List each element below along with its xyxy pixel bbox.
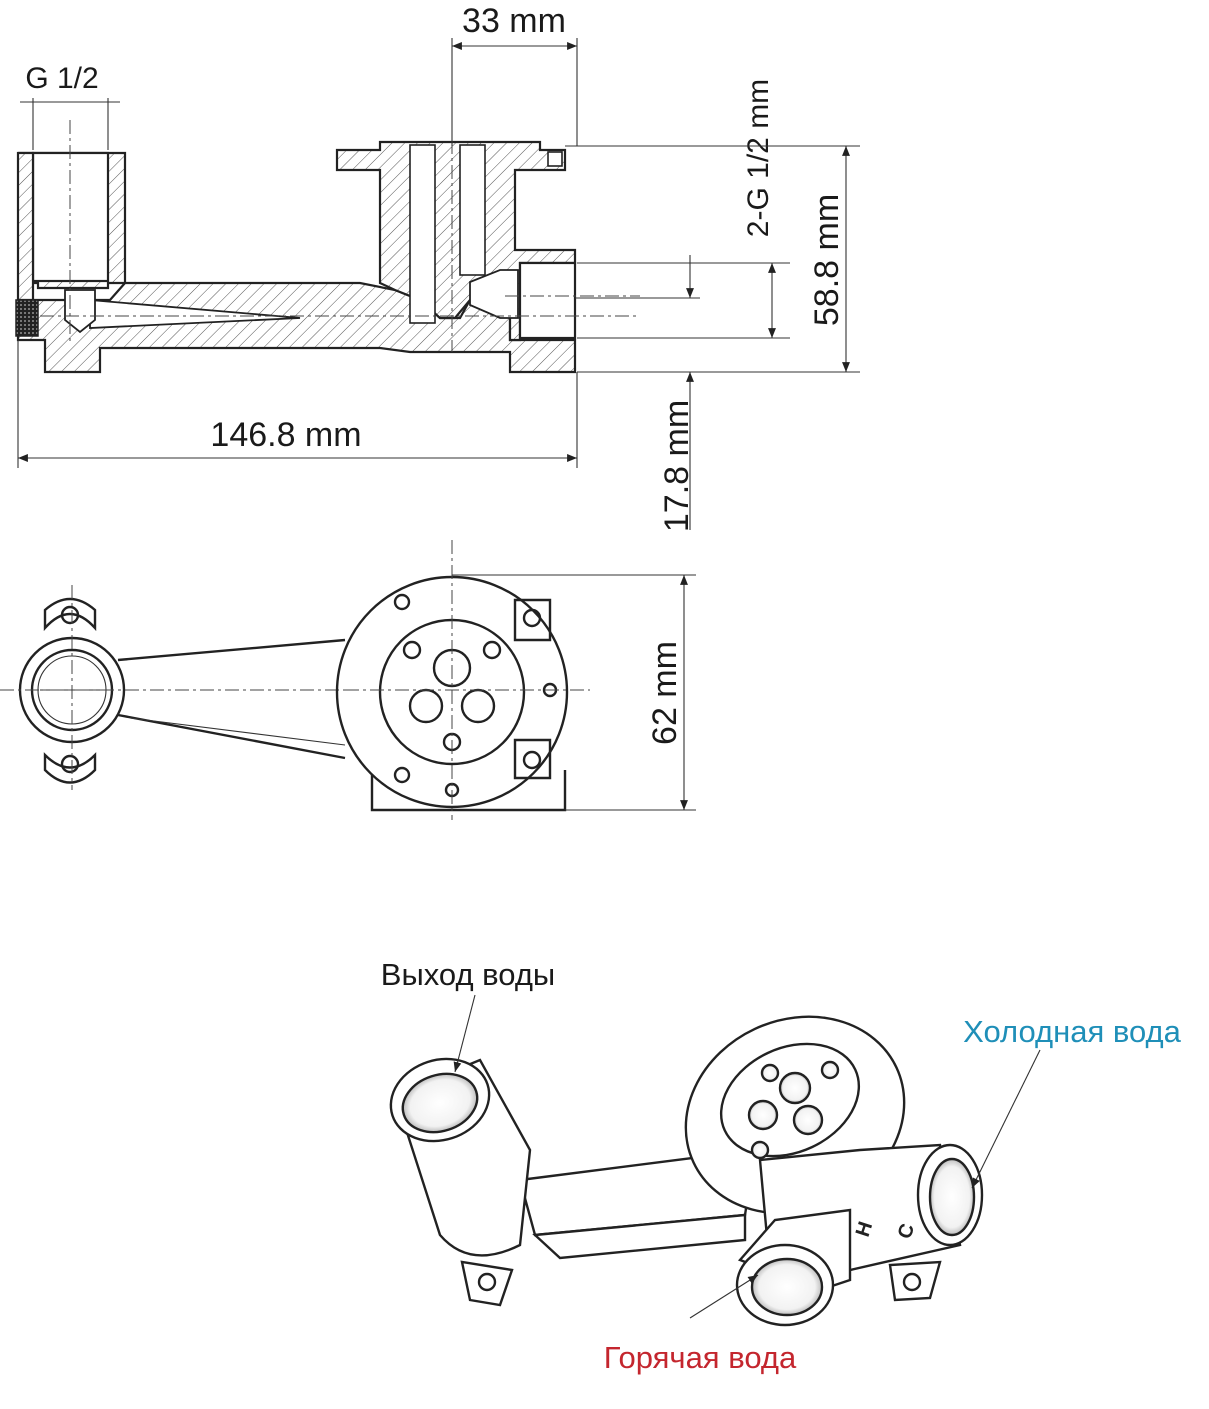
dimension-58-8-label: 58.8 mm	[808, 194, 846, 326]
top-view	[0, 540, 590, 820]
dimension-62-label: 62 mm	[646, 641, 684, 745]
cold-mark: C	[894, 1221, 919, 1242]
dimension-g12: G 1/2	[20, 62, 120, 150]
callout-outlet-label: Выход воды	[381, 957, 555, 992]
callout-hot-label: Горячая вода	[604, 1340, 797, 1375]
dimension-17-8: 17.8 mm	[575, 255, 700, 532]
isometric-view: H C	[389, 1015, 984, 1327]
dimension-2g12: 2-G 1/2 mm	[577, 79, 790, 339]
dimension-146-8-label: 146.8 mm	[210, 416, 361, 454]
dimension-146-8: 146.8 mm	[17, 340, 578, 468]
callout-cold-label: Холодная вода	[963, 1014, 1182, 1049]
knurl-insert	[15, 299, 39, 337]
dimension-2g12-label: 2-G 1/2 mm	[742, 79, 775, 237]
dimension-33-label: 33 mm	[462, 2, 566, 40]
callout-cold: Холодная вода	[963, 1014, 1182, 1189]
callout-outlet: Выход воды	[381, 957, 555, 1073]
dimension-62: 62 mm	[452, 574, 696, 811]
dimension-17-8-label: 17.8 mm	[658, 400, 696, 532]
dimension-g12-label: G 1/2	[25, 62, 98, 95]
callout-hot: Горячая вода	[604, 1274, 797, 1375]
dimension-33: 33 mm	[451, 2, 578, 146]
hot-mark: H	[852, 1219, 877, 1240]
section-view	[15, 90, 640, 374]
dimension-58-8: 58.8 mm	[565, 145, 860, 373]
